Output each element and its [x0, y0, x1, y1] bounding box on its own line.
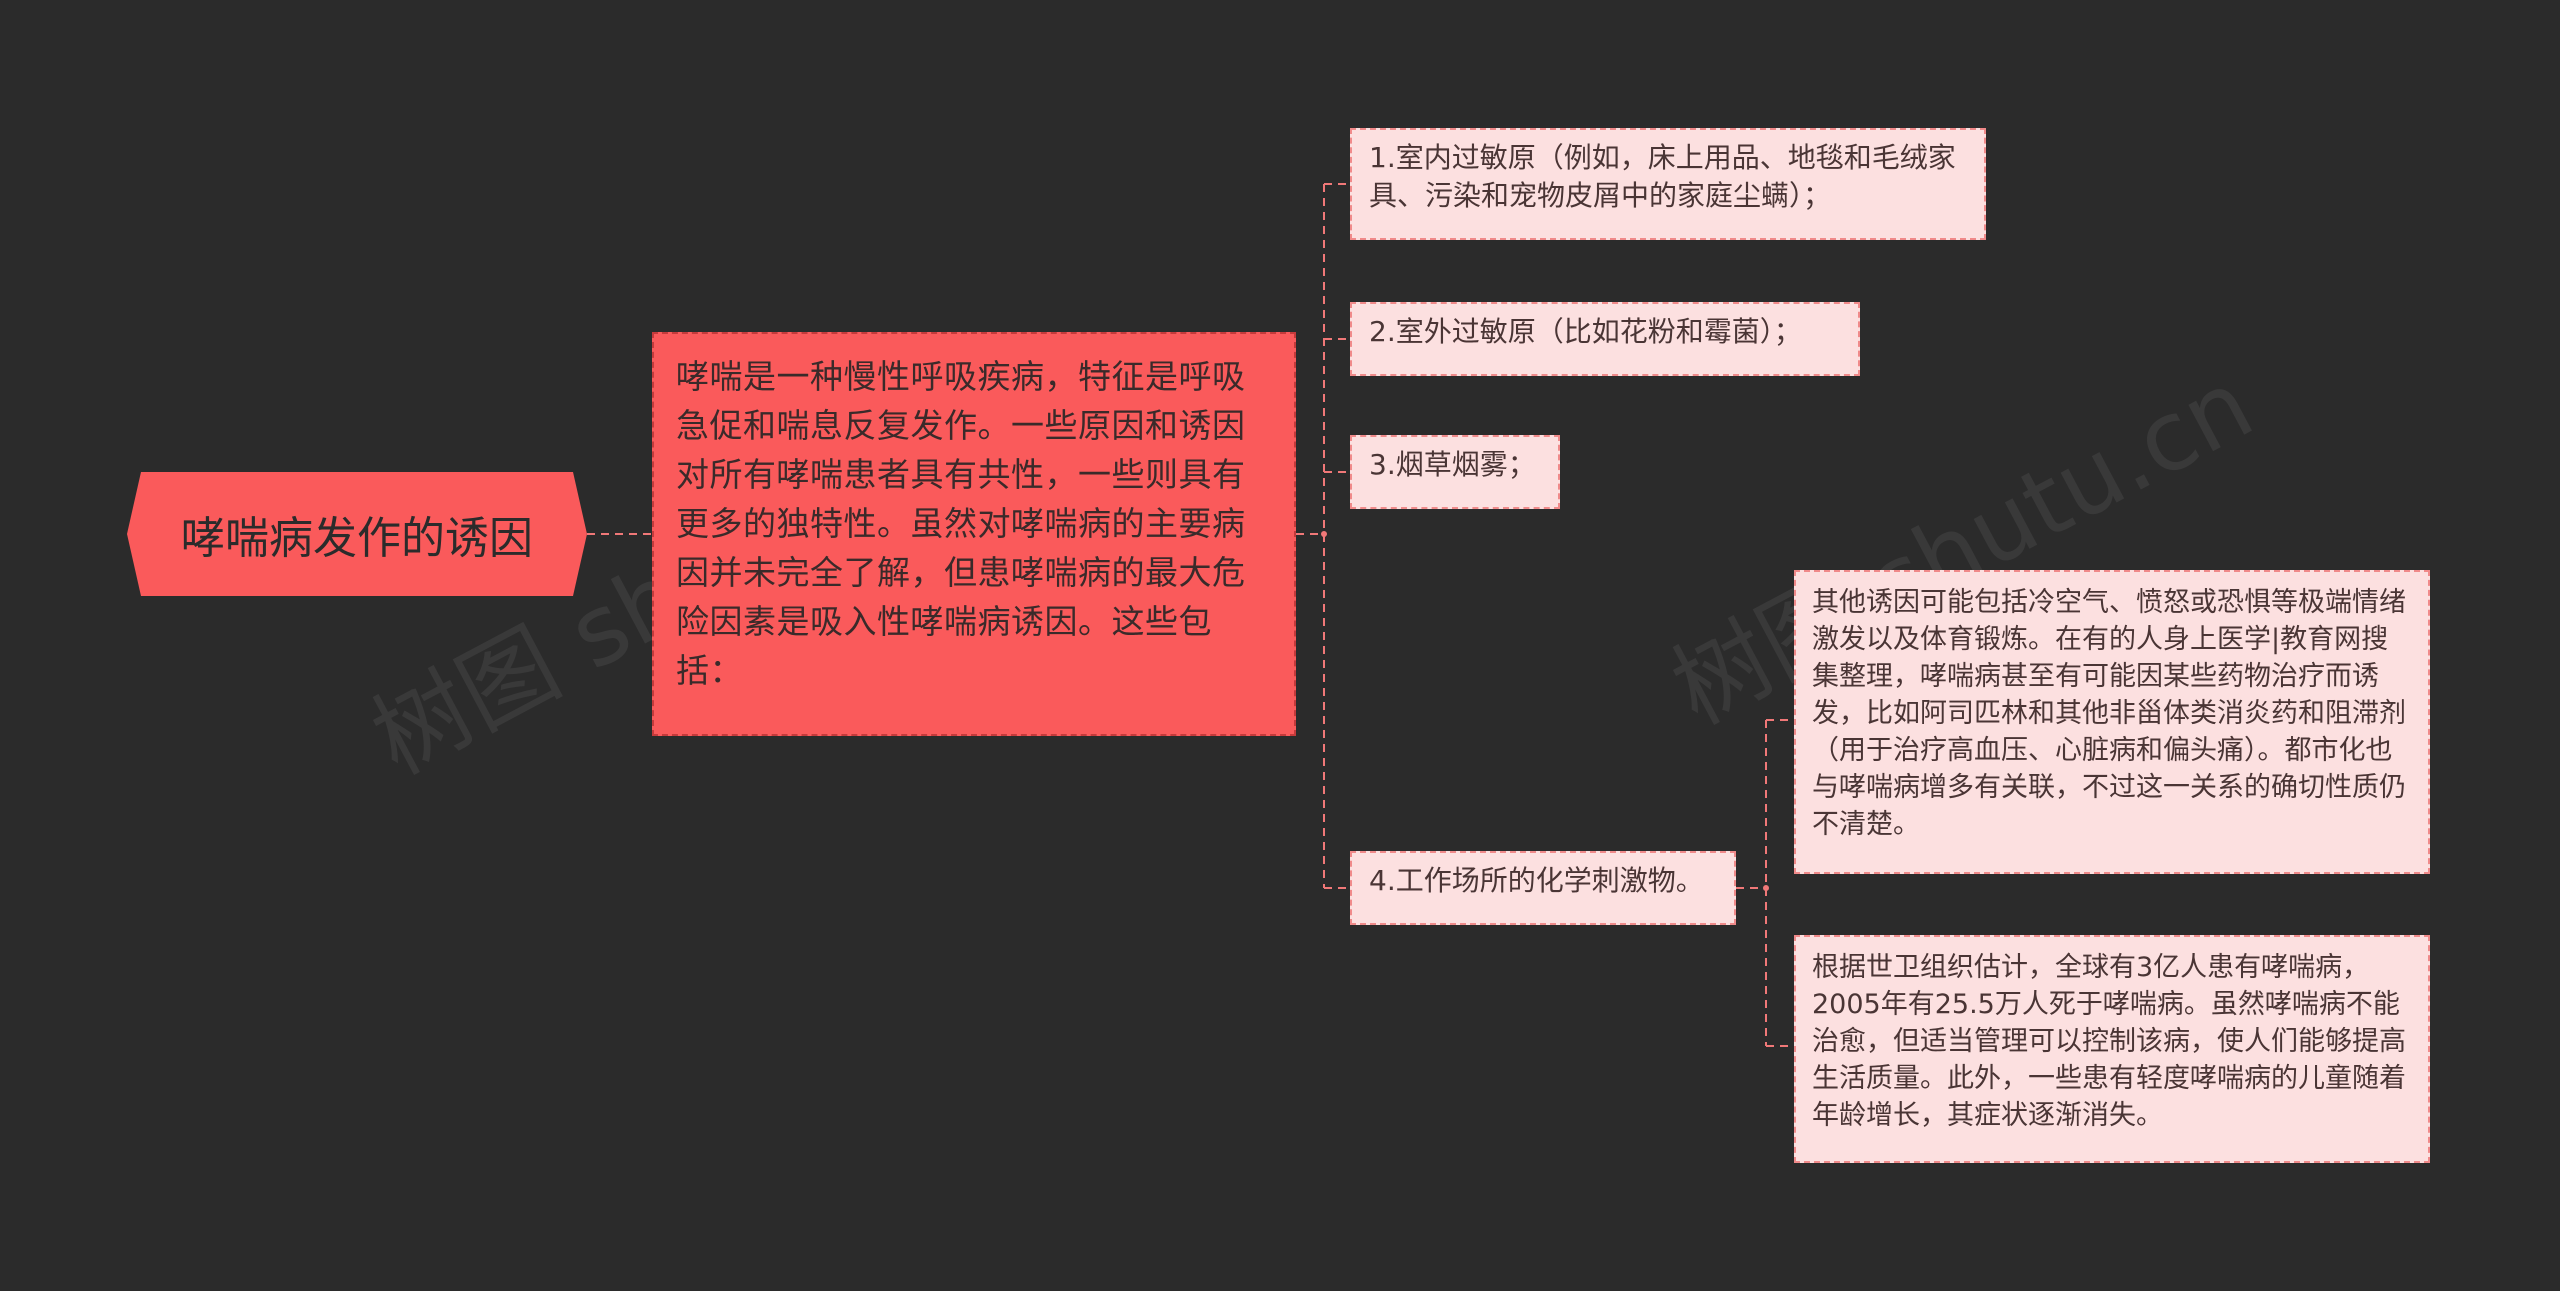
- item-topic-2[interactable]: 2.室外过敏原（比如花粉和霉菌）；: [1350, 302, 1860, 376]
- item-topic-2-text: 2.室外过敏原（比如花粉和霉菌）；: [1369, 315, 1802, 348]
- item-topic-4[interactable]: 4.工作场所的化学刺激物。: [1350, 851, 1736, 925]
- item-topic-1-text: 1.室内过敏原（例如，床上用品、地毯和毛绒家具、污染和宠物皮屑中的家庭尘螨）；: [1369, 141, 1956, 212]
- detail-topic-1[interactable]: 其他诱因可能包括冷空气、愤怒或恐惧等极端情绪激发以及体育锻炼。在有的人身上医学|…: [1794, 570, 2430, 874]
- root-topic[interactable]: 哮喘病发作的诱因: [127, 472, 587, 596]
- intro-topic[interactable]: 哮喘是一种慢性呼吸疾病，特征是呼吸急促和喘息反复发作。一些原因和诱因对所有哮喘患…: [652, 332, 1296, 736]
- item-topic-3-text: 3.烟草烟雾；: [1369, 448, 1536, 481]
- item-topic-3[interactable]: 3.烟草烟雾；: [1350, 435, 1560, 509]
- detail-topic-2[interactable]: 根据世卫组织估计，全球有3亿人患有哮喘病，2005年有25.5万人死于哮喘病。虽…: [1794, 935, 2430, 1163]
- root-topic-label: 哮喘病发作的诱因: [181, 513, 533, 564]
- detail-topic-2-text: 根据世卫组织估计，全球有3亿人患有哮喘病，2005年有25.5万人死于哮喘病。虽…: [1812, 952, 2406, 1131]
- item-topic-1[interactable]: 1.室内过敏原（例如，床上用品、地毯和毛绒家具、污染和宠物皮屑中的家庭尘螨）；: [1350, 128, 1986, 240]
- intro-topic-text: 哮喘是一种慢性呼吸疾病，特征是呼吸急促和喘息反复发作。一些原因和诱因对所有哮喘患…: [676, 357, 1246, 690]
- item-topic-4-text: 4.工作场所的化学刺激物。: [1369, 864, 1704, 897]
- detail-topic-1-text: 其他诱因可能包括冷空气、愤怒或恐惧等极端情绪激发以及体育锻炼。在有的人身上医学|…: [1812, 587, 2406, 840]
